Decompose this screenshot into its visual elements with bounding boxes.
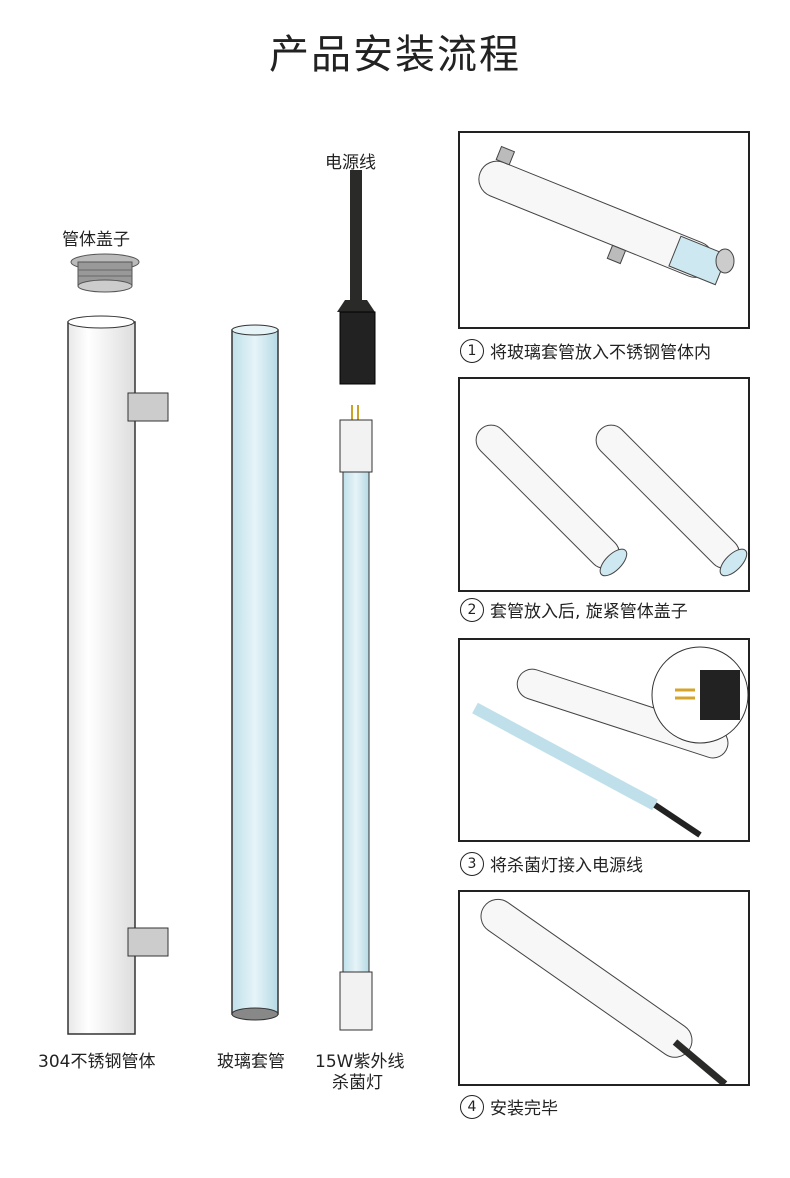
lamp-label-line1: 15W紫外线 xyxy=(315,1052,405,1072)
step-text: 将杀菌灯接入电源线 xyxy=(490,856,643,876)
step-number: 3 xyxy=(460,851,484,876)
step-1-caption: 1 将玻璃套管放入不锈钢管体内 xyxy=(460,338,711,363)
sleeve-label: 玻璃套管 xyxy=(217,1052,285,1072)
pipe-label: 304不锈钢管体 xyxy=(38,1052,156,1072)
step-3-image xyxy=(458,638,750,842)
step-4-image xyxy=(458,890,750,1086)
step-2-caption: 2 套管放入后, 旋紧管体盖子 xyxy=(460,597,688,622)
step-text: 安装完毕 xyxy=(490,1099,558,1119)
page-title: 产品安装流程 xyxy=(269,32,521,78)
step-text: 将玻璃套管放入不锈钢管体内 xyxy=(490,343,711,363)
steel-pipe xyxy=(67,315,169,1035)
pipe-cap xyxy=(70,253,140,293)
power-cord xyxy=(337,170,376,385)
step-number: 4 xyxy=(460,1094,484,1119)
step-3-caption: 3 将杀菌灯接入电源线 xyxy=(460,851,643,876)
step-2-image xyxy=(458,377,750,592)
step-text: 套管放入后, 旋紧管体盖子 xyxy=(490,602,688,622)
glass-sleeve xyxy=(231,324,279,1021)
step-number: 1 xyxy=(460,338,484,363)
cap-label: 管体盖子 xyxy=(62,230,130,250)
uv-lamp xyxy=(339,405,373,1031)
step-4-caption: 4 安装完毕 xyxy=(460,1094,558,1119)
step-1-image xyxy=(458,131,750,329)
lamp-label-line2: 杀菌灯 xyxy=(332,1073,383,1093)
power-cord-label: 电源线 xyxy=(325,153,376,173)
step-number: 2 xyxy=(460,597,484,622)
